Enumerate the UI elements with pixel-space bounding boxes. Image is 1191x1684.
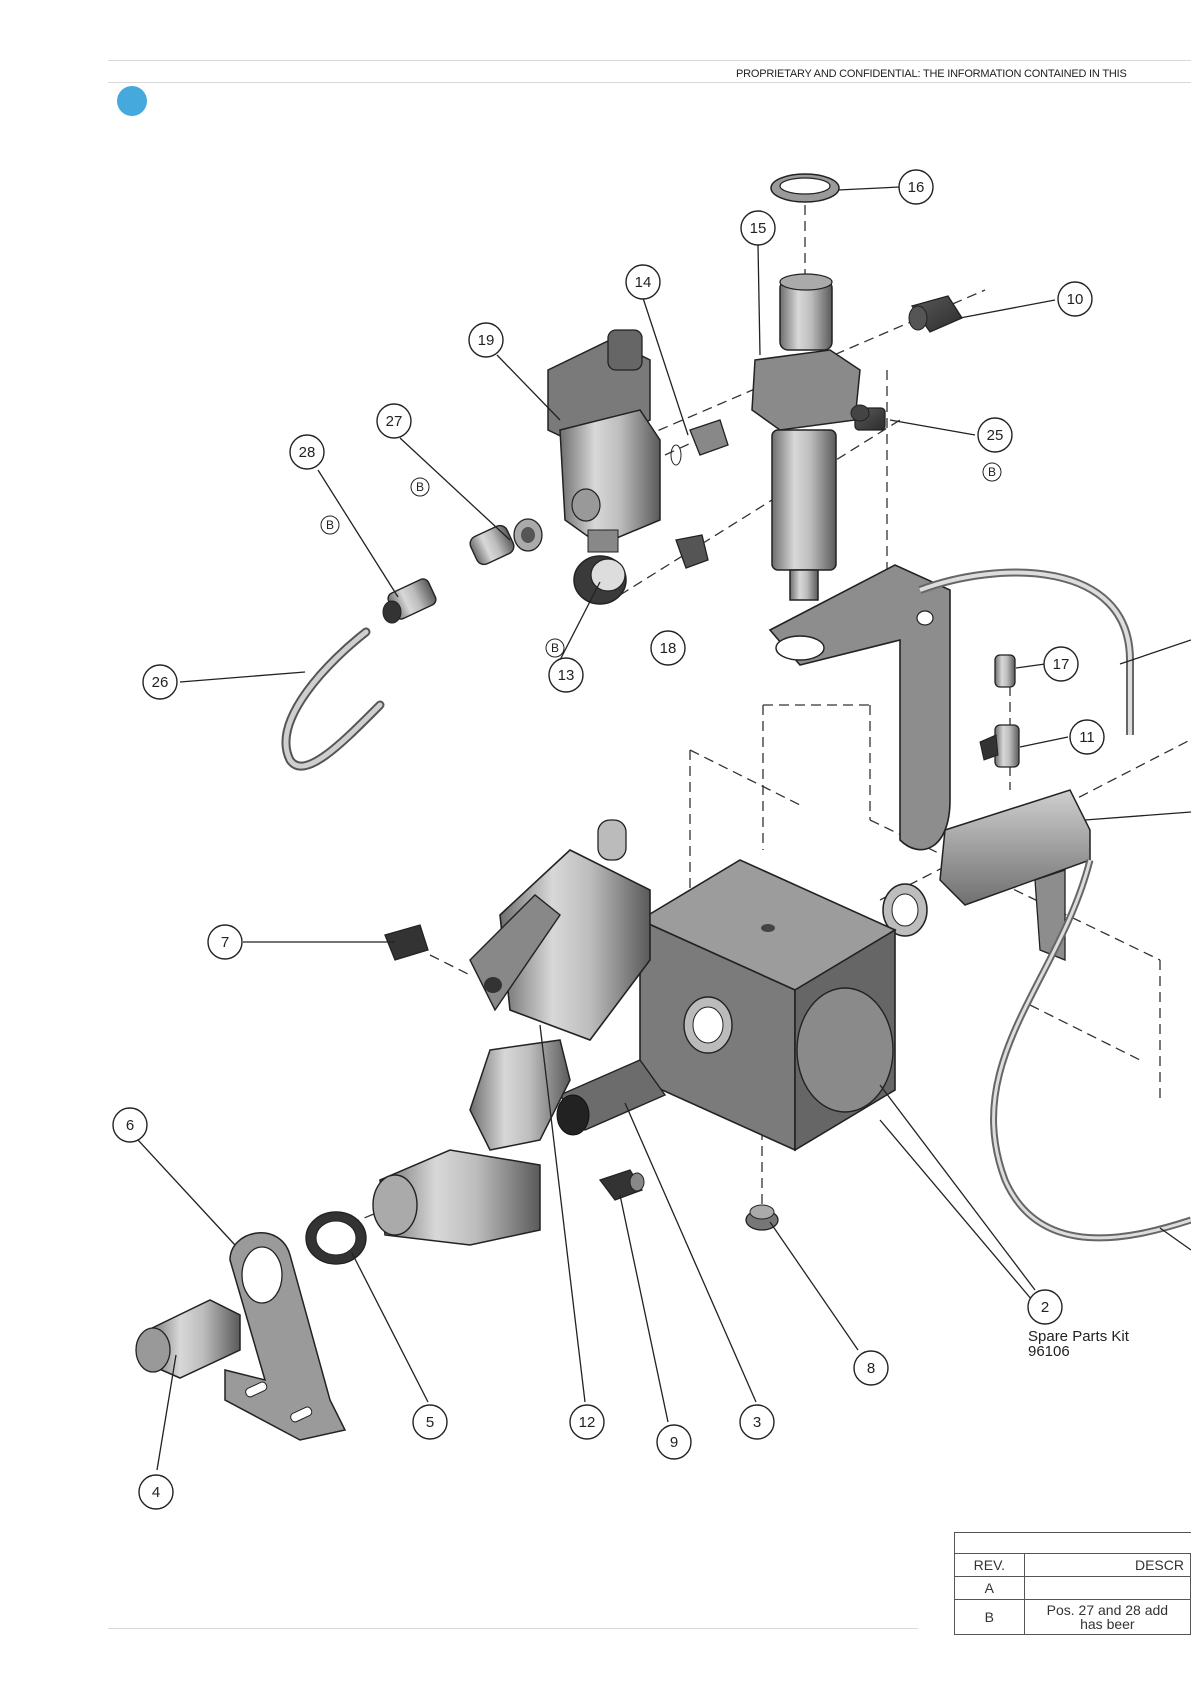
spare-parts-kit-label: Spare Parts Kit 96106	[1028, 1328, 1130, 1360]
balloon-27: 27	[377, 404, 411, 438]
part-6-mounting-bracket	[225, 1233, 345, 1440]
revision-b-description-line1: Pos. 27 and 28 add	[1031, 1603, 1184, 1617]
revision-b-description: Pos. 27 and 28 add has beer	[1024, 1600, 1190, 1635]
rev-marker-27: B	[411, 478, 429, 496]
description-column-header: DESCR	[1024, 1554, 1190, 1577]
part-5-seal-ring	[306, 1212, 366, 1264]
rev-marker-25: B	[983, 463, 1001, 481]
svg-text:11: 11	[1079, 729, 1095, 746]
revision-table-header: REV. DESCR	[955, 1554, 1191, 1577]
svg-text:15: 15	[750, 220, 767, 237]
revision-b-description-line2: has beer	[1031, 1617, 1184, 1631]
part-13-gauge	[574, 556, 626, 604]
revision-table-blank-row	[955, 1533, 1191, 1554]
part-10-elbow-fitting	[909, 296, 962, 332]
part-28-connector	[383, 577, 438, 623]
part-2-main-housing	[640, 860, 895, 1150]
balloon-10: 10	[1058, 282, 1092, 316]
svg-text:9: 9	[670, 1434, 678, 1451]
svg-text:17: 17	[1053, 656, 1070, 673]
balloon-15: 15	[741, 211, 775, 245]
svg-text:7: 7	[221, 934, 229, 951]
svg-text:B: B	[988, 465, 996, 479]
part-18-plug	[676, 535, 708, 568]
part-17-fitting	[995, 655, 1015, 687]
rev-marker-28: B	[321, 516, 339, 534]
balloon-4: 4	[139, 1475, 173, 1509]
balloon-18: 18	[651, 631, 685, 665]
balloon-2: 2	[1028, 1290, 1062, 1324]
revision-row-a: A	[955, 1577, 1191, 1600]
part-3-hose-barb	[557, 1060, 665, 1135]
balloon-14: 14	[626, 265, 660, 299]
part-9-elbow-fitting	[600, 1170, 644, 1200]
balloon-19: 19	[469, 323, 503, 357]
svg-text:18: 18	[660, 640, 677, 657]
balloon-16: 16	[899, 170, 933, 204]
svg-text:19: 19	[478, 332, 495, 349]
balloon-9: 9	[657, 1425, 691, 1459]
revision-row-b: B Pos. 27 and 28 add has beer	[955, 1600, 1191, 1635]
svg-text:4: 4	[152, 1484, 160, 1501]
pneumatic-tube-upper	[920, 573, 1130, 735]
balloon-13: 13	[549, 658, 583, 692]
balloon-26: 26	[143, 665, 177, 699]
balloon-17: 17	[1044, 647, 1078, 681]
rev-column-header: REV.	[955, 1554, 1025, 1577]
balloon-8: 8	[854, 1351, 888, 1385]
revision-a-id: A	[955, 1577, 1025, 1600]
part-27-union	[468, 519, 542, 567]
svg-text:B: B	[551, 641, 559, 655]
svg-text:B: B	[326, 518, 334, 532]
svg-text:28: 28	[299, 444, 316, 461]
revision-table: REV. DESCR A B Pos. 27 and 28 add has be…	[954, 1532, 1191, 1635]
svg-text:16: 16	[908, 179, 925, 196]
part-4-nipple-fitting	[136, 1300, 240, 1378]
svg-text:27: 27	[386, 413, 403, 430]
svg-text:10: 10	[1067, 291, 1084, 308]
part-25-plug	[851, 405, 885, 430]
svg-text:14: 14	[635, 274, 652, 291]
revision-a-description	[1024, 1577, 1190, 1600]
svg-text:3: 3	[753, 1414, 761, 1431]
svg-text:6: 6	[126, 1117, 134, 1134]
balloon-28: 28	[290, 435, 324, 469]
part-19-solenoid-valve	[548, 330, 660, 552]
part-14-fitting	[671, 420, 728, 465]
svg-text:13: 13	[558, 667, 575, 684]
part-15-filter-regulator	[752, 274, 860, 600]
part-16-lock-ring	[771, 174, 839, 202]
svg-text:12: 12	[579, 1414, 596, 1431]
pneumatic-tube-lower	[994, 860, 1191, 1238]
svg-text:5: 5	[426, 1414, 434, 1431]
revision-b-id: B	[955, 1600, 1025, 1635]
balloon-25: 25	[978, 418, 1012, 452]
mounting-bracket-upper	[770, 565, 950, 850]
svg-text:8: 8	[867, 1360, 875, 1377]
svg-text:25: 25	[987, 427, 1004, 444]
balloon-7: 7	[208, 925, 242, 959]
svg-text:96106: 96106	[1028, 1343, 1070, 1360]
svg-text:26: 26	[152, 674, 169, 691]
balloon-6: 6	[113, 1108, 147, 1142]
balloon-12: 12	[570, 1405, 604, 1439]
part-11-fitting	[980, 725, 1019, 767]
balloon-5: 5	[413, 1405, 447, 1439]
svg-text:2: 2	[1041, 1299, 1049, 1316]
balloon-3: 3	[740, 1405, 774, 1439]
svg-text:B: B	[416, 480, 424, 494]
balloon-11: 11	[1070, 720, 1104, 754]
rev-marker-13: B	[546, 639, 564, 657]
